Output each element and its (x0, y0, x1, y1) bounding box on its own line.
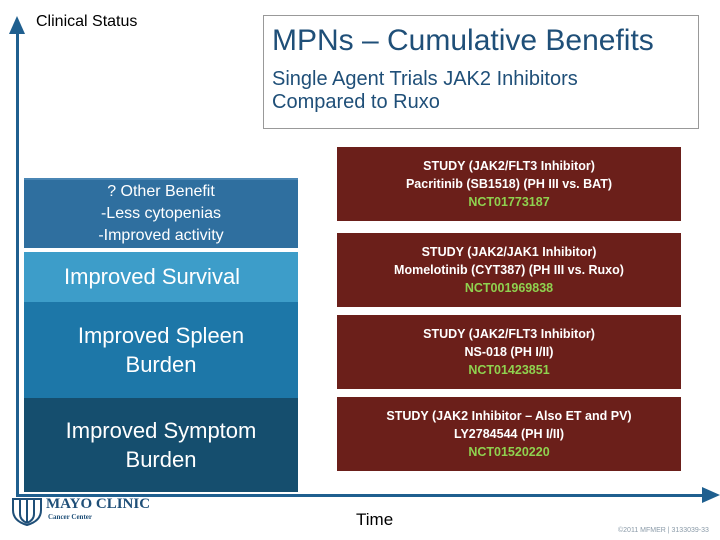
benefit-block-spleen: Improved Spleen Burden (24, 302, 298, 398)
study-heading: STUDY (JAK2/JAK1 Inhibitor) (421, 245, 597, 259)
title-box: MPNs – Cumulative Benefits Single Agent … (263, 15, 699, 129)
study-nct: NCT01773187 (468, 195, 550, 209)
study-box-ly2784544: STUDY (JAK2 Inhibitor – Also ET and PV) … (337, 397, 681, 471)
study-nct: NCT001969838 (464, 281, 554, 295)
benefit-block-survival: Improved Survival (24, 252, 298, 302)
x-axis-label: Time (356, 510, 394, 529)
x-axis (16, 494, 706, 497)
study-box-ns018: STUDY (JAK2/FLT3 Inhibitor) NS-018 (PH I… (337, 315, 681, 389)
y-axis-arrow-icon (9, 16, 25, 34)
study-nct: NCT01423851 (468, 363, 550, 377)
study-drug: Momelotinib (CYT387) (PH III vs. Ruxo) (394, 263, 624, 277)
study-box-momelotinib: STUDY (JAK2/JAK1 Inhibitor) Momelotinib … (337, 233, 681, 307)
y-axis-label: Clinical Status (36, 13, 138, 30)
x-axis-arrow-icon (702, 487, 720, 503)
study-box-pacritinib: STUDY (JAK2/FLT3 Inhibitor) Pacritinib (… (337, 147, 681, 221)
slide-subtitle: Single Agent Trials JAK2 Inhibitors Comp… (272, 68, 578, 113)
study-nct: NCT01520220 (468, 445, 550, 459)
study-heading: STUDY (JAK2 Inhibitor – Also ET and PV) (386, 409, 632, 423)
benefit-block-other: ? Other Benefit -Less cytopenias -Improv… (24, 178, 298, 248)
study-drug: Pacritinib (SB1518) (PH III vs. BAT) (405, 177, 613, 191)
logo-wordmark: MAYO CLINIC (46, 496, 151, 512)
study-drug: LY2784544 (PH I/II) (453, 427, 565, 441)
study-heading: STUDY (JAK2/FLT3 Inhibitor) (423, 327, 595, 341)
logo-subtext: Cancer Center (48, 513, 92, 521)
mayo-clinic-logo: MAYO CLINIC Cancer Center (10, 494, 160, 528)
mayo-shield-icon (12, 498, 42, 526)
slide-title: MPNs – Cumulative Benefits (272, 24, 654, 57)
benefit-block-symptom: Improved Symptom Burden (24, 398, 298, 492)
y-axis (16, 32, 19, 496)
copyright-notice: ©2011 MFMER | 3133039-33 (618, 527, 709, 534)
study-heading: STUDY (JAK2/FLT3 Inhibitor) (423, 159, 595, 173)
study-drug: NS-018 (PH I/II) (464, 345, 554, 359)
